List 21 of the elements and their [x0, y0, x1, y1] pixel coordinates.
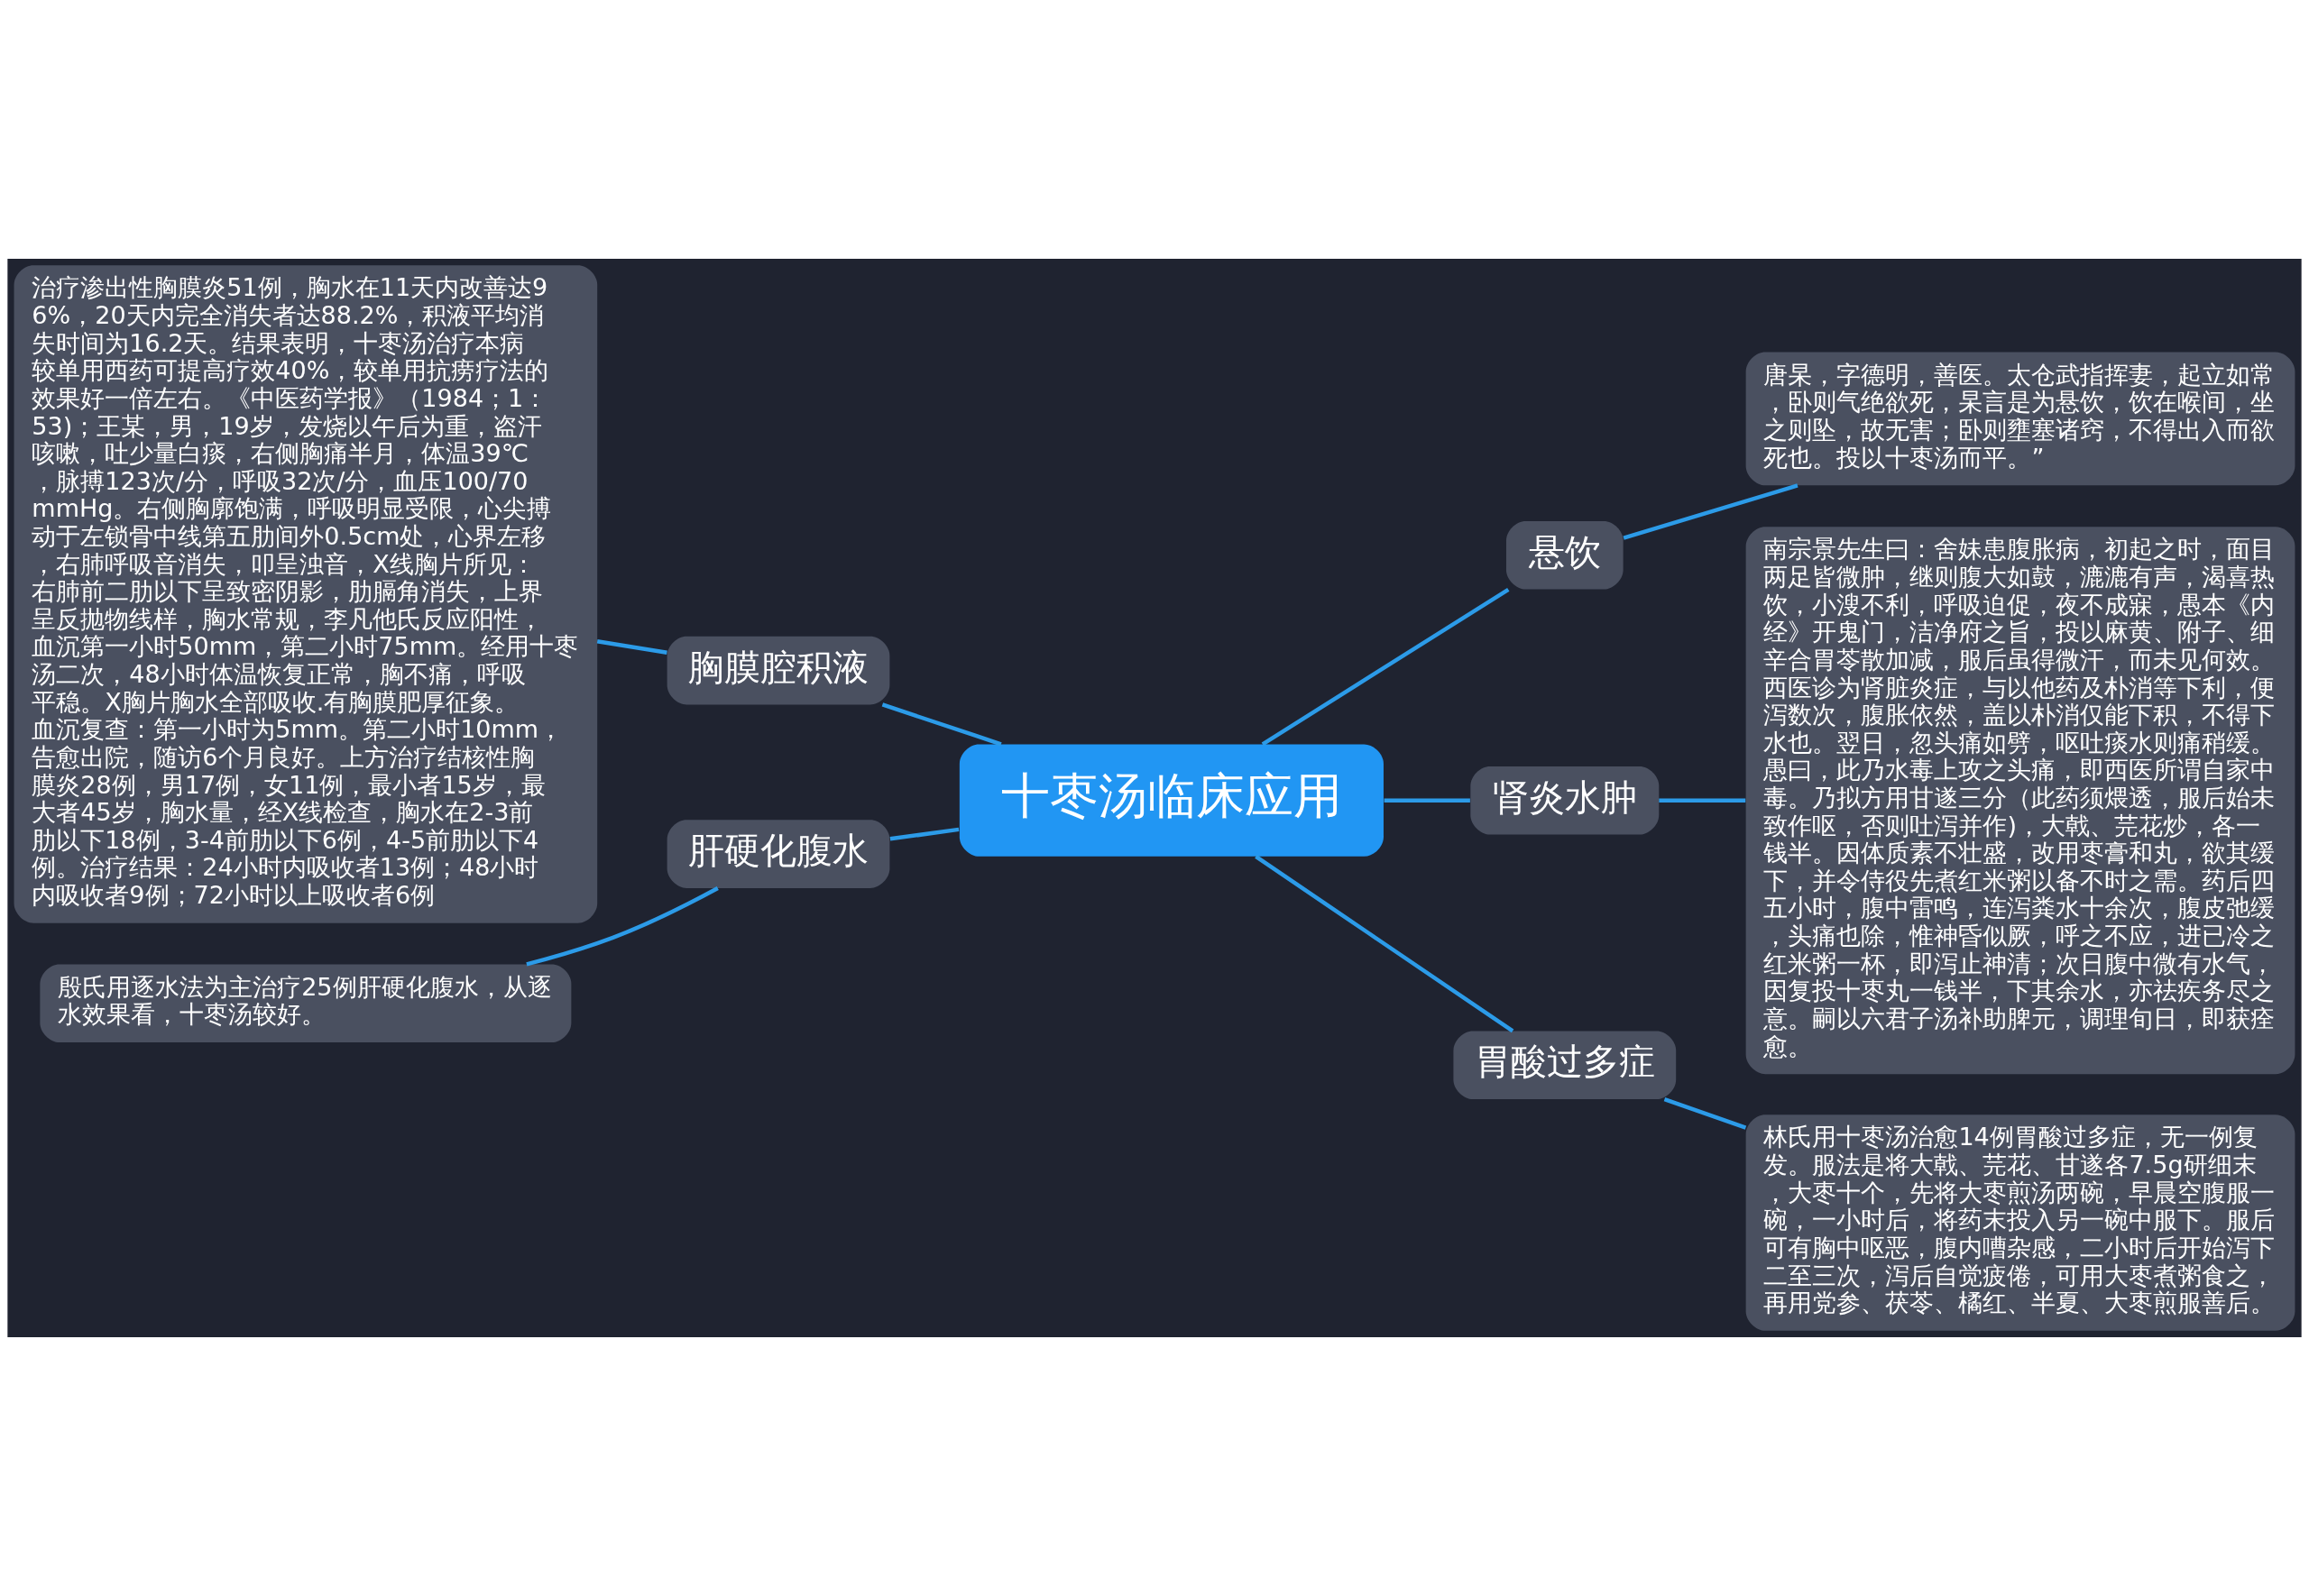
node-box: 殷氏用逐水法为主治疗25例肝硬化腹水，从逐水效果看，十枣汤较好。 [40, 964, 572, 1043]
connector [596, 639, 667, 656]
node-box: 悬饮 [1505, 520, 1624, 590]
node-box: 十枣汤临床应用 [959, 744, 1384, 857]
node-box: 南宗景先生曰：舍妹患腹胀病，初起之时，面目两足皆微肿，继则腹大如鼓，漉漉有声，渴喜热饮，小溲不利，呼吸迫促，夜不成寐，愚本《内经》开鬼门，洁净府之旨，投以麻黄、附子、细辛合胃苓散加减，服后虽得微汗，而未见何效。西医诊为肾脏炎症，与以他药及朴消等下利，便泻数次，腹胀依然，盖以朴消仅能下积，不得下水也。翌日，忽头痛如劈，呕吐痰水则痛稍缓。愚曰，此乃水毒上攻之头痛，即西医所谓自家中毒。乃拟方用甘遂三分（此药须煨透，服后始未致作呕，否则吐泻并作)，大戟、芫花炒，各一钱半。因体质素不壮盛，改用枣膏和丸，欲其缓下，并令侍役先煮红米粥以备不时之需。药后四五小时，腹中雷鸣，连泻粪水十余次，腹皮弛缓，头痛也除，惟神昏似厥，呼之不应，进已冷之红米粥一杯，即泻止神清；次日腹中微有水气，因复投十枣丸一钱半，下其余水，亦祛疾务尽之意。嗣以六君子汤补助脾元，调理旬日，即获痊愈。 [1745, 527, 2295, 1075]
node-box: 胸膜腔积液 [667, 636, 890, 705]
connector [1663, 1097, 1747, 1130]
connector [1384, 798, 1470, 803]
connector [1261, 588, 1510, 747]
node-box: 肾炎水肿 [1470, 766, 1660, 835]
connector [1255, 855, 1514, 1033]
connector [889, 827, 960, 841]
node-box: 胃酸过多症 [1453, 1031, 1677, 1100]
node-box: 肝硬化腹水 [667, 820, 890, 888]
node-box: 林氏用十枣汤治愈14例胃酸过多症，无一例复发。服法是将大戟、芫花、甘遂各7.5g研细末，大枣十个，先将大枣煎汤两碗，早晨空腹服一碗，一小时后，将药末投入另一碗中服下。服后可有胸中呕恶，腹内嘈杂感，二小时后开始泻下二至三次，泻后自觉疲倦，可用大枣煮粥食之，再用党参、茯苓、橘红、半夏、大枣煎服善后。 [1745, 1114, 2295, 1331]
node-box: 治疗渗出性胸膜炎51例，胸水在11天内改善达96%，20天内完全消失者达88.2%，积液平均消失时间为16.2天。结果表明，十枣汤治疗本病较单用西药可提高疗效40%，较单用抗痨疗法的效果好一倍左右。《中医药学报》（1984；1：53)；王某，男，19岁，发烧以午后为重，盗汗咳嗽，吐少量白痰，右侧胸痛半月，体温39℃，脉搏123次/分，呼吸32次/分，血压100/70mmHg。右侧胸廓饱满，呼吸明显受限，心尖搏动于左锁骨中线第五肋间外0.5cm处，心界左移，右肺呼吸音消失，叩呈浊音，X线胸片所见：右肺前二肋以下呈致密阴影，肋膈角消失，上界呈反抛物线样，胸水常规，李凡他氏反应阳性，血沉第一小时50mm，第二小时75mm。经用十枣汤二次，48小时体温恢复正常，胸不痛，呼吸平稳。X胸片胸水全部吸收.有胸膜肥厚征象。血沉复查：第一小时为5mm。第二小时10mm，告愈出院，随访6个月良好。上方治疗结核性胸膜炎28例，男17例，女11例，最小者15岁，最大者45岁，胸水量，经X线检查，胸水在2-3前肋以下18例，3-4前肋以下6例，4-5前肋以下4例。治疗结果：24小时内吸收者13例；48小时内吸收者9例；72小时以上吸收者6例 [14, 265, 598, 923]
connector [1659, 798, 1746, 803]
connector [1623, 483, 1798, 540]
connector [881, 702, 1002, 747]
connector [526, 886, 719, 967]
node-box: 唐杲，字德明，善医。太仓武指挥妻，起立如常，卧则气绝欲死，杲言是为悬饮，饮在喉间，坐之则坠，故无害；卧则壅塞诸窍，不得出入而欲死也。投以十枣汤而平。” [1745, 352, 2295, 486]
